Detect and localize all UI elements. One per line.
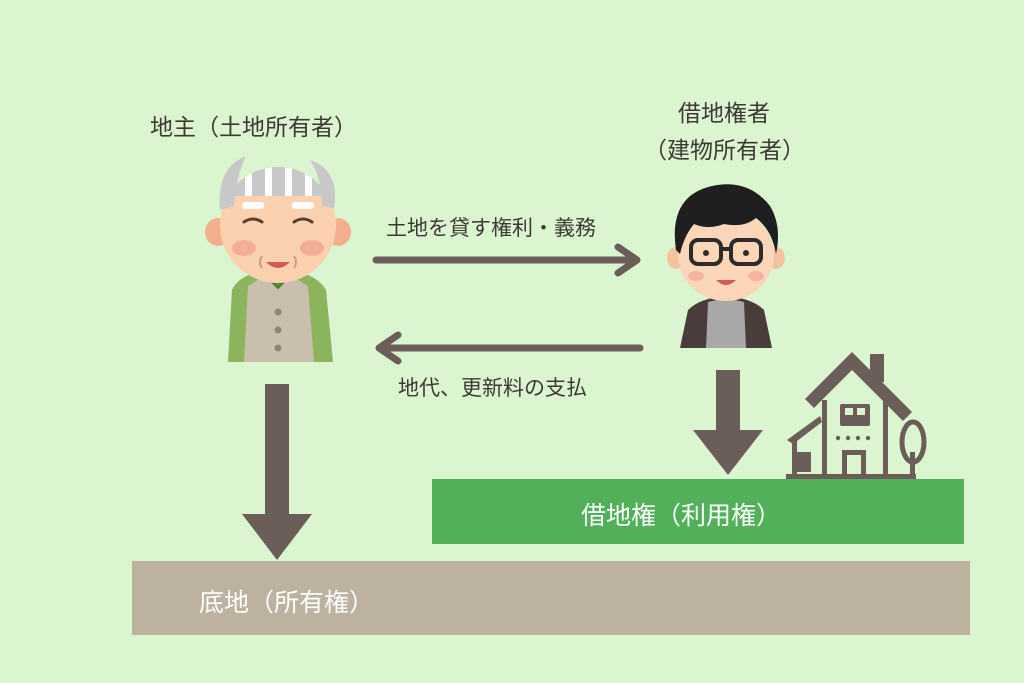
tenant-illustration xyxy=(667,184,785,348)
tenant-label-line1: 借地権者 xyxy=(678,101,770,127)
leasehold-bar xyxy=(432,479,964,544)
rent-payment-arrow xyxy=(375,331,644,365)
lend-rights-label: 土地を貸す権利・義務 xyxy=(386,216,596,240)
landowner-illustration xyxy=(205,156,351,362)
land-bar-label: 底地（所有権） xyxy=(199,588,375,617)
land-ownership-bar xyxy=(132,561,970,635)
tenant-label-line2: （建物所有者） xyxy=(644,138,805,164)
house-icon xyxy=(786,352,927,479)
tenant-down-arrow xyxy=(693,370,763,475)
lend-rights-arrow xyxy=(372,243,641,277)
landowner-label: 地主（土地所有者） xyxy=(150,115,357,141)
rent-payment-label: 地代、更新料の支払 xyxy=(398,376,587,400)
leasehold-bar-label: 借地権（利用権） xyxy=(581,501,782,530)
landowner-down-arrow xyxy=(242,384,312,560)
